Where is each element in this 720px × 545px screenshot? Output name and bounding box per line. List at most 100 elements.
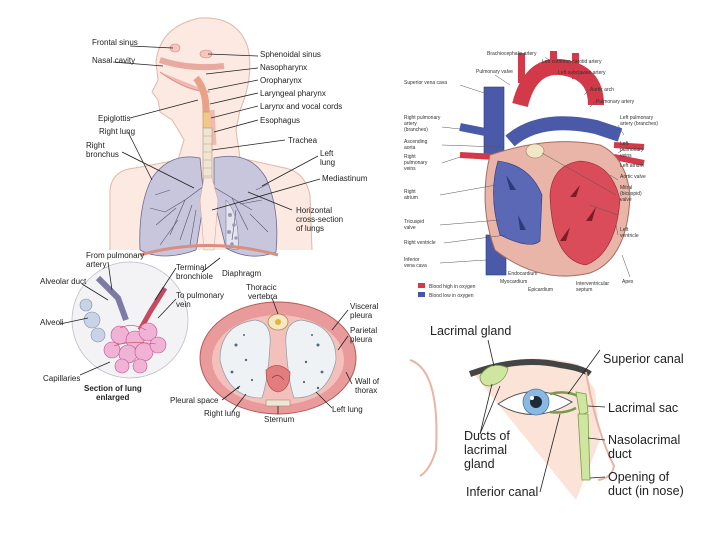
label-rpv-3: veins (404, 166, 416, 172)
label-esophagus: Esophagus (260, 116, 300, 125)
label-nasolacrimal-1: Nasolacrimal (608, 433, 680, 447)
label-lpa-1: Left pulmonary (620, 115, 654, 121)
label-rpa-3: (branches) (404, 127, 428, 133)
label-ivc-1: Inferior (404, 257, 420, 263)
label-left-lung-2: lung (320, 158, 335, 167)
label-thoracic-2: vertebra (248, 292, 278, 301)
label-brachiocephalic: Brachiocephalic artery (487, 51, 537, 57)
label-epiglottis: Epiglottis (98, 114, 130, 123)
legend-label-low: Blood low in oxygen (429, 293, 474, 299)
label-ducts-1: Ducts of (464, 429, 510, 443)
label-tric-2: valve (404, 225, 416, 231)
label-section-1: Section of lung (84, 384, 142, 393)
label-terminal-2: bronchiole (176, 272, 213, 281)
label-pulmonary-valve: Pulmonary valve (476, 69, 513, 75)
label-terminal-1: Terminal (176, 263, 206, 272)
label-lpa-2: artery (branches) (620, 121, 658, 127)
eye (497, 388, 573, 416)
label-epicardium: Epicardium (528, 287, 553, 293)
label-right-lung: Right lung (99, 127, 135, 136)
label-visceral-1: Visceral (350, 302, 379, 311)
heart-illustration: Brachiocephalic artery Left common carot… (404, 51, 658, 299)
label-ra-1: Right (404, 189, 416, 195)
legend-label-high: Blood high in oxygen (429, 284, 476, 290)
left-labels: Frontal sinus Nasal cavity Epiglottis Ri… (86, 38, 138, 159)
label-left-lung-1: Left (320, 149, 334, 158)
label-lpv-3: veins (620, 153, 632, 159)
label-lacrimal-sac: Lacrimal sac (608, 401, 678, 415)
label-left-common-carotid: Left common carotid artery (542, 59, 602, 65)
label-septum-1: Interventricular (576, 281, 609, 287)
label-right-bronchus-1: Right (86, 141, 105, 150)
label-left-subclavian: Left subclavian artery (558, 70, 606, 76)
label-asc-aorta-1: Ascending (404, 139, 428, 145)
label-ra-2: atrium (404, 195, 418, 201)
label-inferior-canal: Inferior canal (466, 485, 538, 499)
label-asc-aorta-2: aorta (404, 145, 416, 151)
label-superior-canal: Superior canal (603, 352, 684, 366)
label-aortic-arch: Aortic arch (590, 87, 614, 93)
label-visceral-2: pleura (350, 311, 373, 320)
respiratory-illustration: Frontal sinus Nasal cavity Epiglottis Ri… (40, 17, 380, 424)
label-lpv-1: Left (620, 141, 629, 147)
nasolacrimal-system (549, 391, 591, 481)
label-cs-right-lung: Right lung (204, 409, 240, 418)
label-parietal-1: Parietal (350, 326, 377, 335)
lacrimal-illustration: Lacrimal gland Superior canal Lacrimal s… (409, 324, 684, 500)
label-cs-left-lung: Left lung (332, 405, 363, 414)
label-larynx-vocal: Larynx and vocal cords (260, 102, 342, 111)
label-rpa-1: Right pulmonary (404, 115, 441, 121)
diaphragm (139, 244, 279, 257)
label-lacrimal-gland: Lacrimal gland (430, 324, 511, 338)
heart-top-labels: Brachiocephalic artery Left common carot… (404, 51, 635, 105)
label-ducts-3: gland (464, 457, 495, 471)
alveoli-labels: From pulmonary artery Alveolar duct Alve… (40, 251, 261, 402)
cross-section-labels: Thoracic vertebra Visceral pleura Pariet… (170, 283, 380, 424)
label-from-pulmonary-1: From pulmonary (86, 251, 144, 260)
label-aortic-valve: Aortic valve (620, 174, 646, 180)
legend-swatch-low (418, 292, 425, 297)
label-septum-2: septum (576, 287, 592, 293)
heart-right-labels: Left pulmonary artery (branches) Left pu… (620, 115, 658, 285)
label-superior-vena-cava: Superior vena cava (404, 80, 447, 86)
respiratory-diagram: Frontal sinus Nasal cavity Epiglottis Ri… (0, 0, 400, 430)
label-nasal-cavity: Nasal cavity (92, 56, 135, 65)
label-thoracic-1: Thoracic (246, 283, 277, 292)
left-chambers (549, 160, 621, 266)
label-lpv-2: pulmonary (620, 147, 644, 153)
mediastinum (199, 177, 219, 251)
label-wall-2: thorax (355, 386, 377, 395)
lacrimal-labels: Lacrimal gland Superior canal Lacrimal s… (430, 324, 684, 499)
label-lv-1: Left (620, 227, 629, 233)
label-frontal-sinus: Frontal sinus (92, 38, 138, 47)
label-diaphragm: Diaphragm (222, 269, 261, 278)
right-chambers (493, 160, 543, 245)
flow-arrows (506, 175, 596, 241)
label-la: Left atrium (620, 163, 644, 169)
label-oropharynx: Oropharynx (260, 76, 302, 85)
alveoli-enlargement (71, 261, 189, 379)
thorax-cross-section (199, 301, 357, 415)
label-laryngeal-pharynx: Laryngeal pharynx (260, 89, 326, 98)
label-sphenoidal-sinus: Sphenoidal sinus (260, 50, 321, 59)
label-rpv-1: Right (404, 154, 416, 160)
heart-bottom-labels: Endocardium Myocardium Epicardium Interv… (500, 271, 609, 293)
label-opening-1: Opening of (608, 470, 670, 484)
label-lv-2: ventricle (620, 233, 639, 239)
label-ivc-2: vena cava (404, 263, 427, 269)
label-to-pulmonary-1: To pulmonary (176, 291, 224, 300)
label-to-pulmonary-2: vein (176, 300, 191, 309)
left-lung (211, 155, 278, 257)
label-horizontal-1: Horizontal (296, 206, 332, 215)
lacrimal-gland (479, 364, 509, 387)
heart-diagram: Brachiocephalic artery Left common carot… (400, 45, 720, 310)
label-alveoli: Alveoli (40, 318, 64, 327)
lacrimal-diagram: Lacrimal gland Superior canal Lacrimal s… (400, 310, 720, 540)
label-myocardium: Myocardium (500, 279, 527, 285)
label-rv: Right ventricle (404, 240, 436, 246)
label-wall-1: Wall of (355, 377, 380, 386)
label-mediastinum: Mediastinum (322, 174, 368, 183)
label-nasopharynx: Nasopharynx (260, 63, 307, 72)
label-mitral-2: (bicuspid) (620, 191, 642, 197)
label-rpa-2: artery (404, 121, 417, 127)
